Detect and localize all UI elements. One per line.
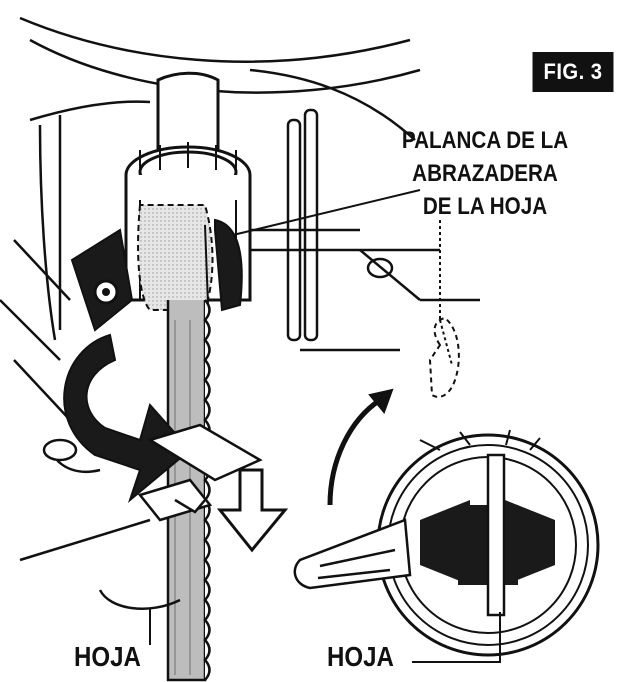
lever-callout-line1: PALANCA DE LA: [401, 127, 569, 154]
blade-callout-right: HOJA: [327, 641, 394, 672]
blade-clamp-plates: [137, 423, 263, 522]
blade-callout-left: HOJA: [74, 641, 141, 672]
clamp-shading: [137, 204, 214, 311]
clamp-lever-left: [70, 228, 134, 332]
lever-callout: PALANCA DE LA ABRAZADERA DE LA HOJA: [378, 124, 593, 223]
blade-post: [156, 71, 220, 162]
figure-label: FIG. 3: [532, 52, 614, 92]
guide-rails: [250, 108, 480, 352]
lever-callout-line2: ABRAZADERA: [412, 160, 558, 187]
insert-down-arrow: [216, 468, 289, 553]
lever-swing-arrow: [327, 397, 382, 506]
clamp-lever-right: [214, 218, 243, 312]
lever-ghost: [428, 316, 460, 398]
blade-right-leader: [412, 612, 501, 663]
detail-view: [376, 429, 600, 657]
rotate-arrow: [63, 333, 192, 504]
detail-lever-handle: [293, 518, 412, 590]
lever-callout-line3: DE LA HOJA: [422, 193, 548, 220]
saw-housing: [0, 16, 421, 421]
lever-leader-line: [232, 189, 421, 236]
base-lines: [19, 438, 181, 610]
